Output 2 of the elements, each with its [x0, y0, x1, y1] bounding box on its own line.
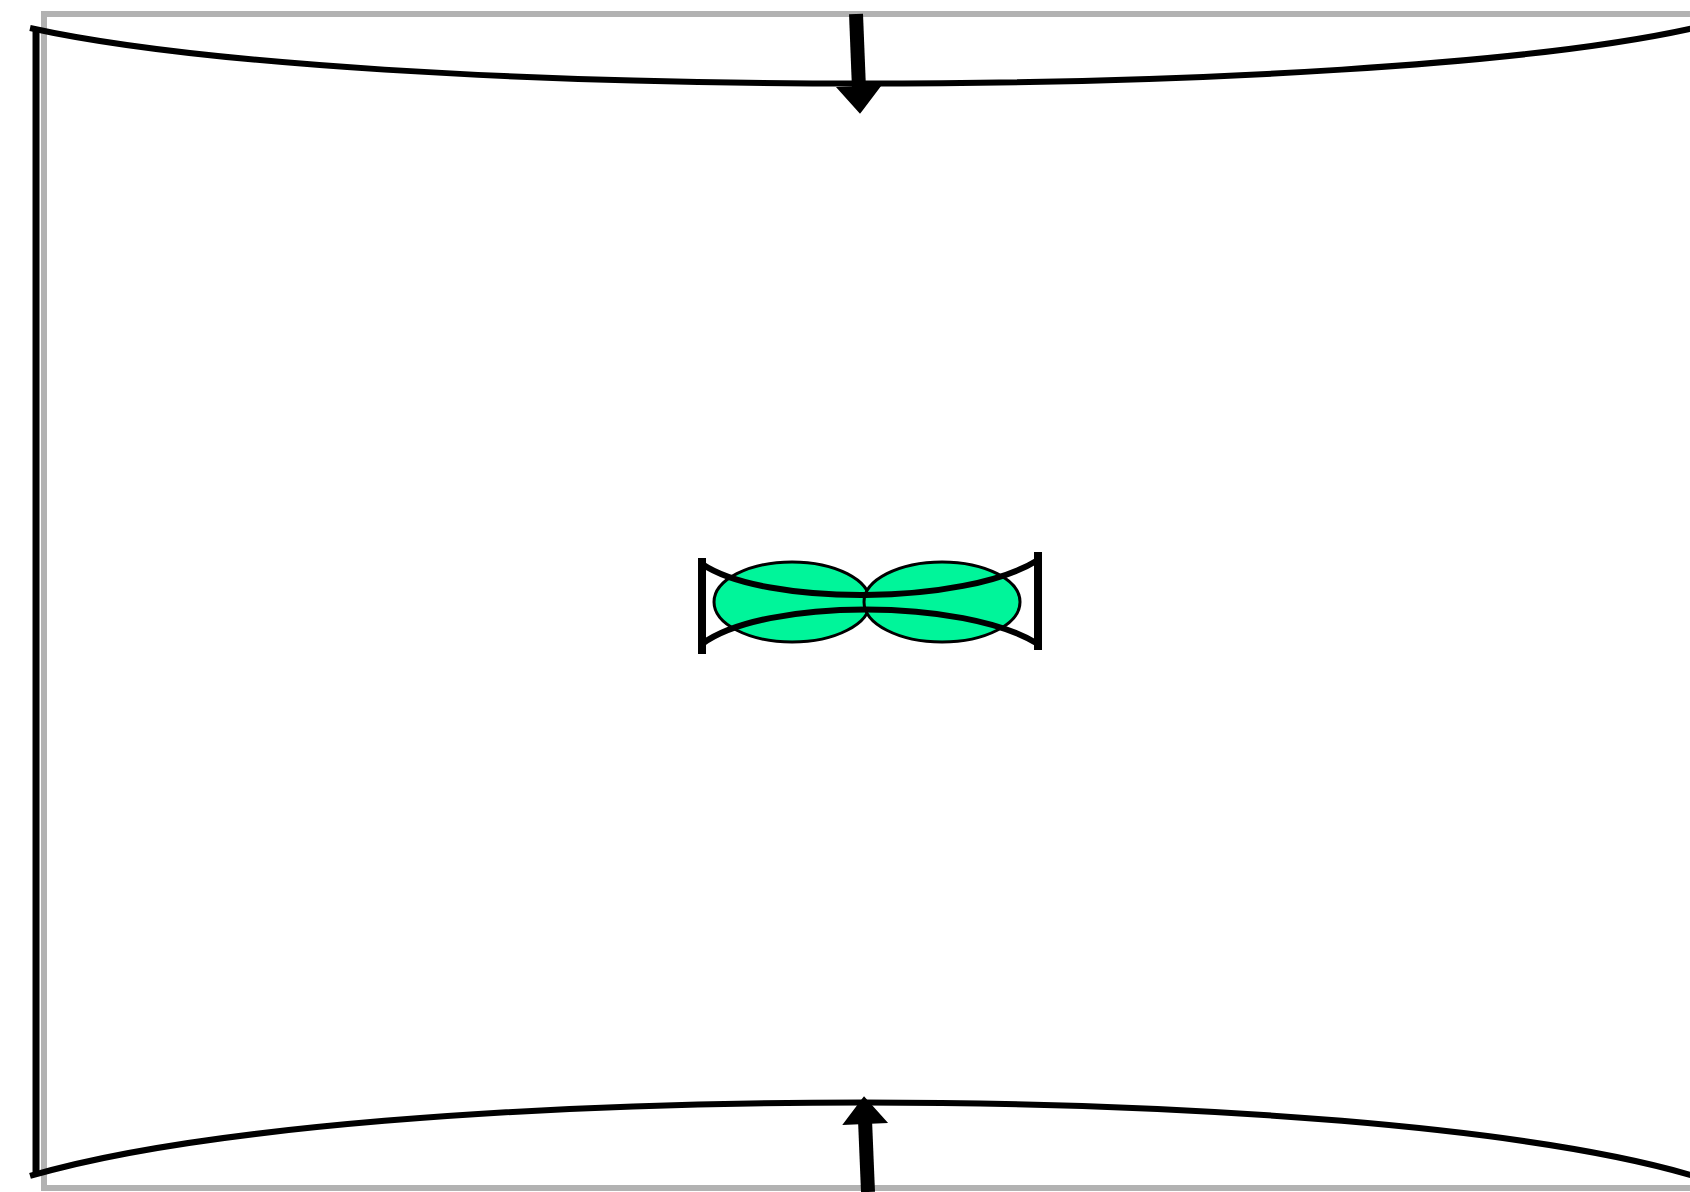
container-drawing — [29, 11, 1690, 1191]
lens-drawing — [698, 552, 1042, 654]
